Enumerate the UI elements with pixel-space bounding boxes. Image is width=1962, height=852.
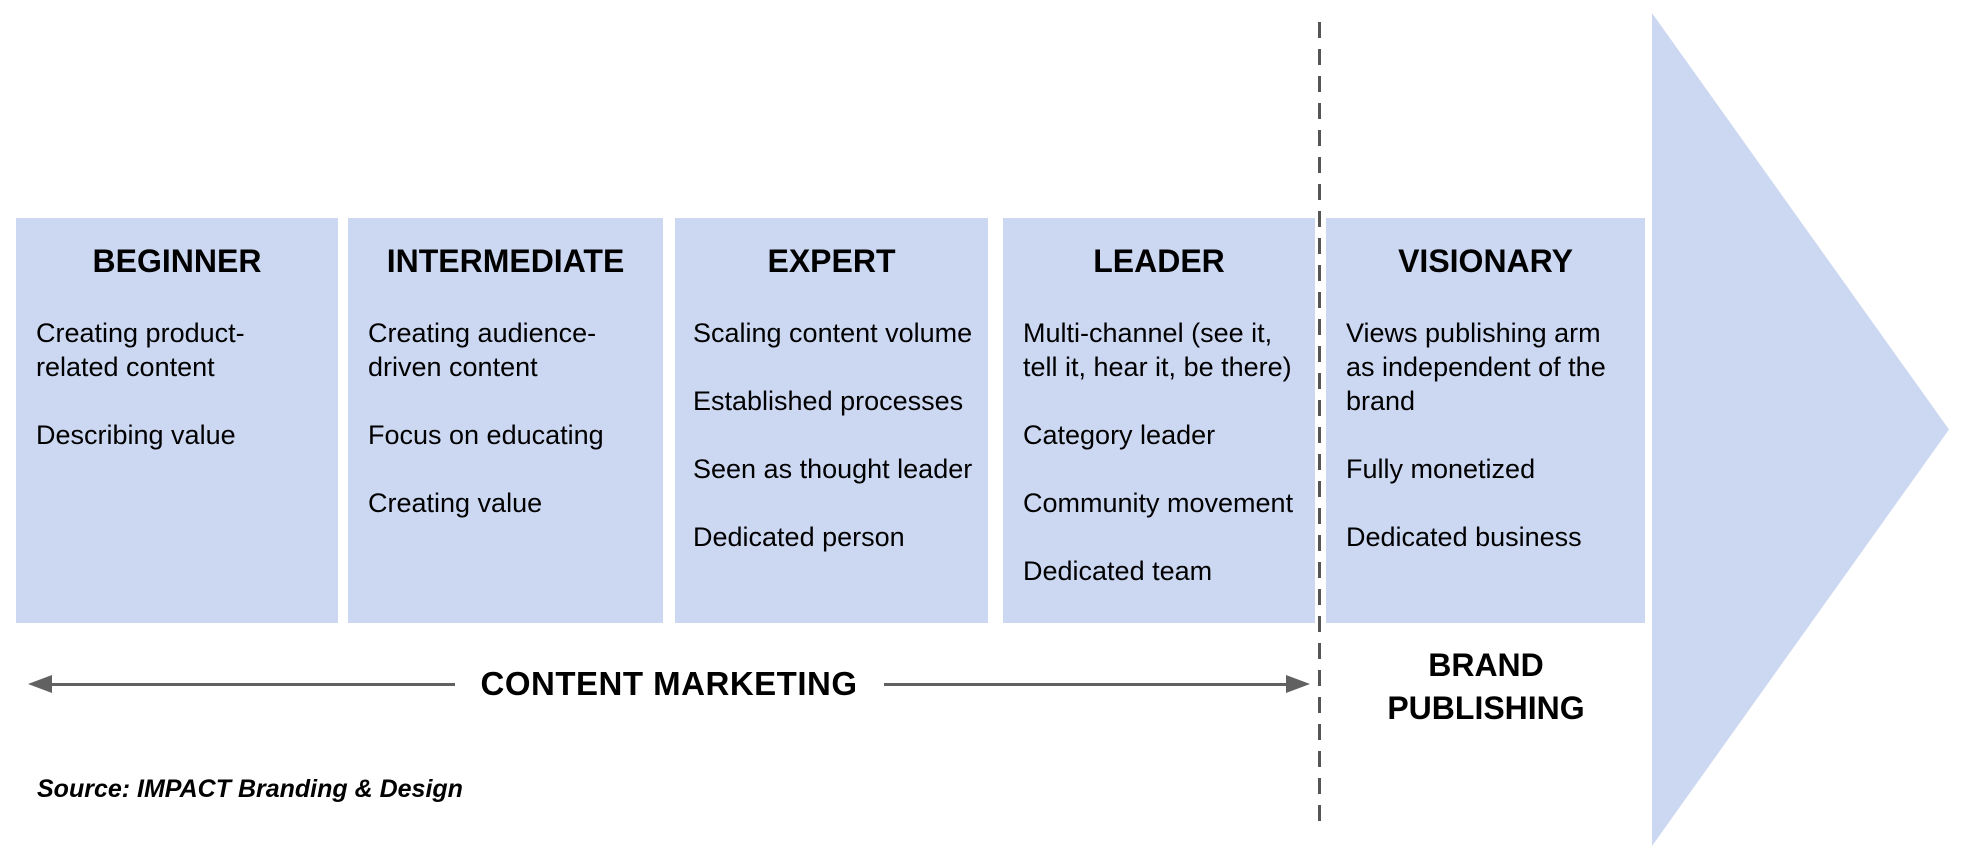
brand-publishing-label: BRAND PUBLISHING — [1387, 647, 1585, 726]
stage-box-leader: LEADER Multi-channel (see it, tell it, h… — [1003, 218, 1315, 623]
stage-box-expert: EXPERT Scaling content volume Establishe… — [675, 218, 988, 623]
stage-item: Seen as thought leader — [693, 454, 973, 484]
stage-title: VISIONARY — [1398, 243, 1573, 279]
stage-body: Creating product-related content Describ… — [16, 316, 338, 452]
left-arrowhead-icon — [28, 675, 52, 693]
stage-item: Multi-channel (see it, tell it, hear it,… — [1023, 318, 1292, 382]
source-attribution: Source: IMPACT Branding & Design — [37, 775, 463, 803]
stage-title: INTERMEDIATE — [386, 243, 625, 279]
stage-item: Community movement — [1023, 488, 1294, 518]
stage-title: EXPERT — [767, 243, 896, 279]
stage-title: BEGINNER — [92, 243, 262, 279]
stage-item: Category leader — [1023, 420, 1216, 450]
stage-title: LEADER — [1093, 243, 1225, 279]
big-right-arrow-icon — [1652, 13, 1949, 846]
stage-body: Views publishing arm as independent of t… — [1326, 316, 1645, 554]
axis-line-left — [52, 682, 455, 686]
stage-item: Dedicated person — [693, 522, 905, 552]
stage-item: Views publishing arm as independent of t… — [1346, 318, 1606, 416]
stage-item: Creating value — [368, 488, 543, 518]
stage-item: Scaling content volume — [693, 318, 973, 348]
stage-box-visionary: VISIONARY Views publishing arm as indepe… — [1326, 218, 1645, 623]
stage-item: Fully monetized — [1346, 454, 1536, 484]
stage-item: Dedicated team — [1023, 556, 1213, 586]
stage-box-intermediate: INTERMEDIATE Creating audience-driven co… — [348, 218, 663, 623]
stage-item: Established processes — [693, 386, 964, 416]
stage-item: Creating audience-driven content — [368, 318, 597, 382]
stage-box-beginner: BEGINNER Creating product-related conten… — [16, 218, 338, 623]
stage-item: Focus on educating — [368, 420, 604, 450]
stage-item: Creating product-related content — [36, 318, 245, 382]
dashed-divider-line — [1318, 22, 1321, 830]
content-marketing-axis: CONTENT MARKETING — [28, 660, 1311, 708]
stage-body: Scaling content volume Established proce… — [675, 316, 988, 554]
stage-item: Dedicated business — [1346, 522, 1582, 552]
axis-line-right — [883, 682, 1287, 686]
stage-body: Creating audience-driven content Focus o… — [348, 316, 663, 520]
right-arrowhead-icon — [1286, 675, 1311, 693]
stage-body: Multi-channel (see it, tell it, hear it,… — [1003, 316, 1315, 588]
stage-item: Describing value — [36, 420, 236, 450]
content-marketing-label: CONTENT MARKETING — [480, 665, 858, 702]
